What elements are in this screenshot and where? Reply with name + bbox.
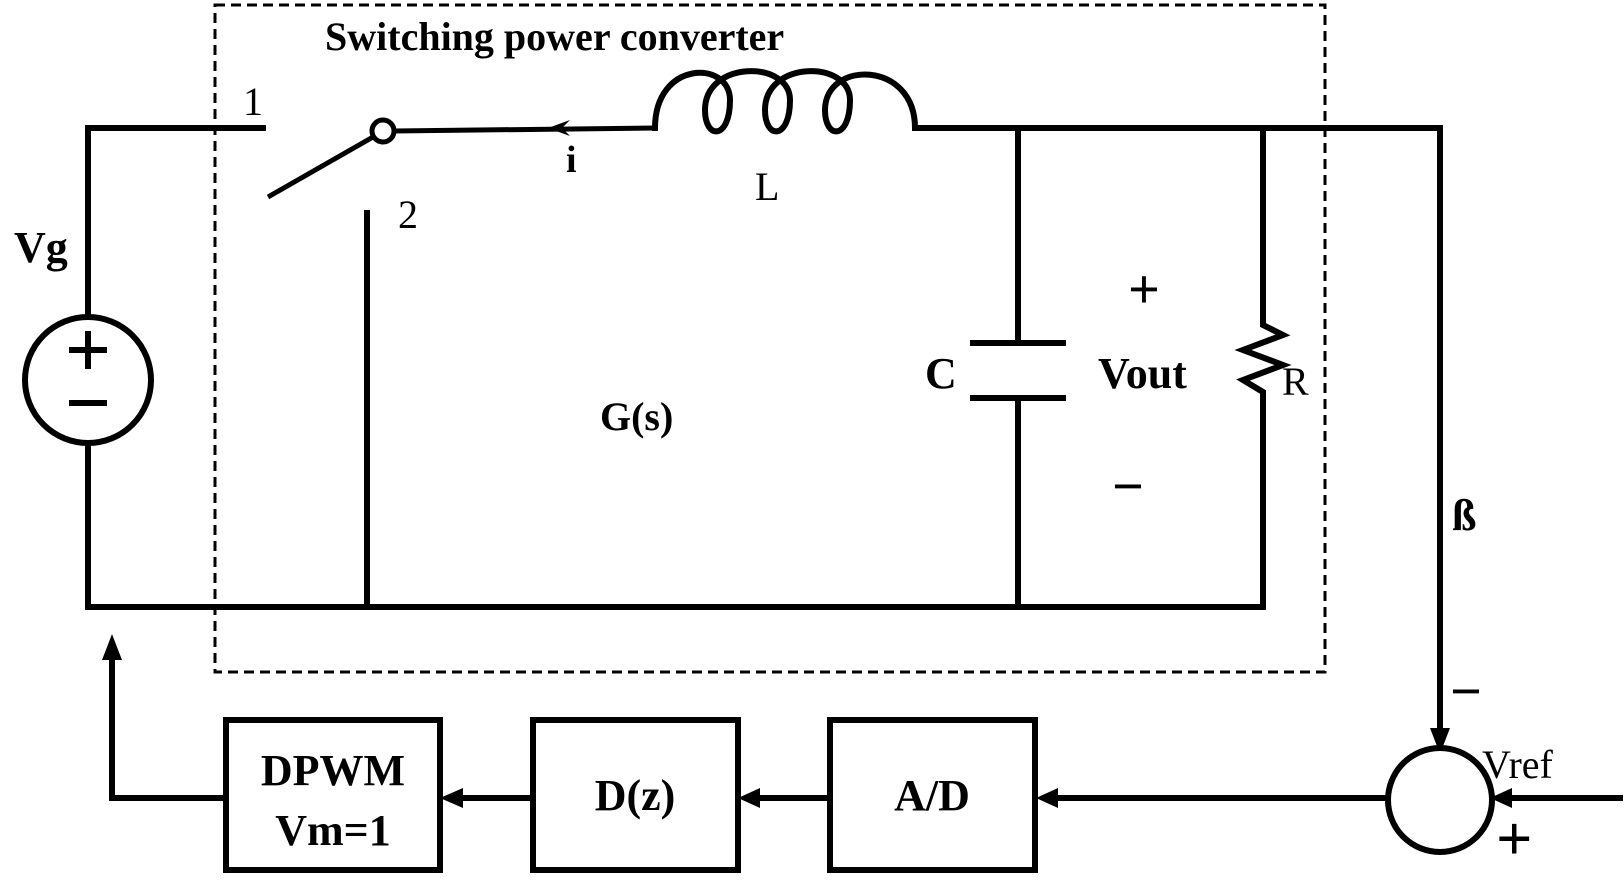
spdt-switch — [268, 120, 655, 197]
reference-label: Vref — [1482, 742, 1554, 787]
capacitor-label: C — [925, 349, 957, 398]
adc-label: A/D — [894, 771, 970, 820]
dpwm-input-arrow — [440, 788, 463, 808]
resistor-label: R — [1282, 359, 1309, 404]
voltage-source — [25, 128, 151, 607]
dpwm-label-line2: Vm=1 — [275, 806, 391, 855]
controller-label: D(z) — [595, 771, 676, 820]
output-voltage-label: Vout — [1098, 349, 1187, 398]
output-minus: − — [1112, 456, 1144, 518]
controller-input-arrow — [738, 788, 760, 808]
dpwm-label-line1: DPWM — [261, 746, 405, 795]
switch-pos2-label: 2 — [398, 192, 418, 237]
sum-minus-sign: − — [1450, 661, 1482, 723]
output-plus: + — [1128, 259, 1160, 321]
load-resistor — [1243, 128, 1283, 607]
source-label: Vg — [14, 223, 68, 272]
inductor-label: L — [755, 164, 779, 209]
converter-boundary — [215, 5, 1325, 672]
current-label: i — [566, 139, 577, 181]
pwm-output-arrow — [102, 634, 122, 660]
converter-title: Switching power converter — [325, 14, 784, 59]
adc-input-arrow — [1036, 788, 1058, 808]
feedback-gain-label: ß — [1452, 491, 1476, 540]
plant-label: G(s) — [600, 394, 673, 439]
switch-pos1-label: 1 — [243, 79, 263, 124]
summing-junction — [1388, 748, 1492, 852]
sum-plus-sign: + — [1496, 803, 1532, 874]
inductor — [655, 71, 915, 131]
